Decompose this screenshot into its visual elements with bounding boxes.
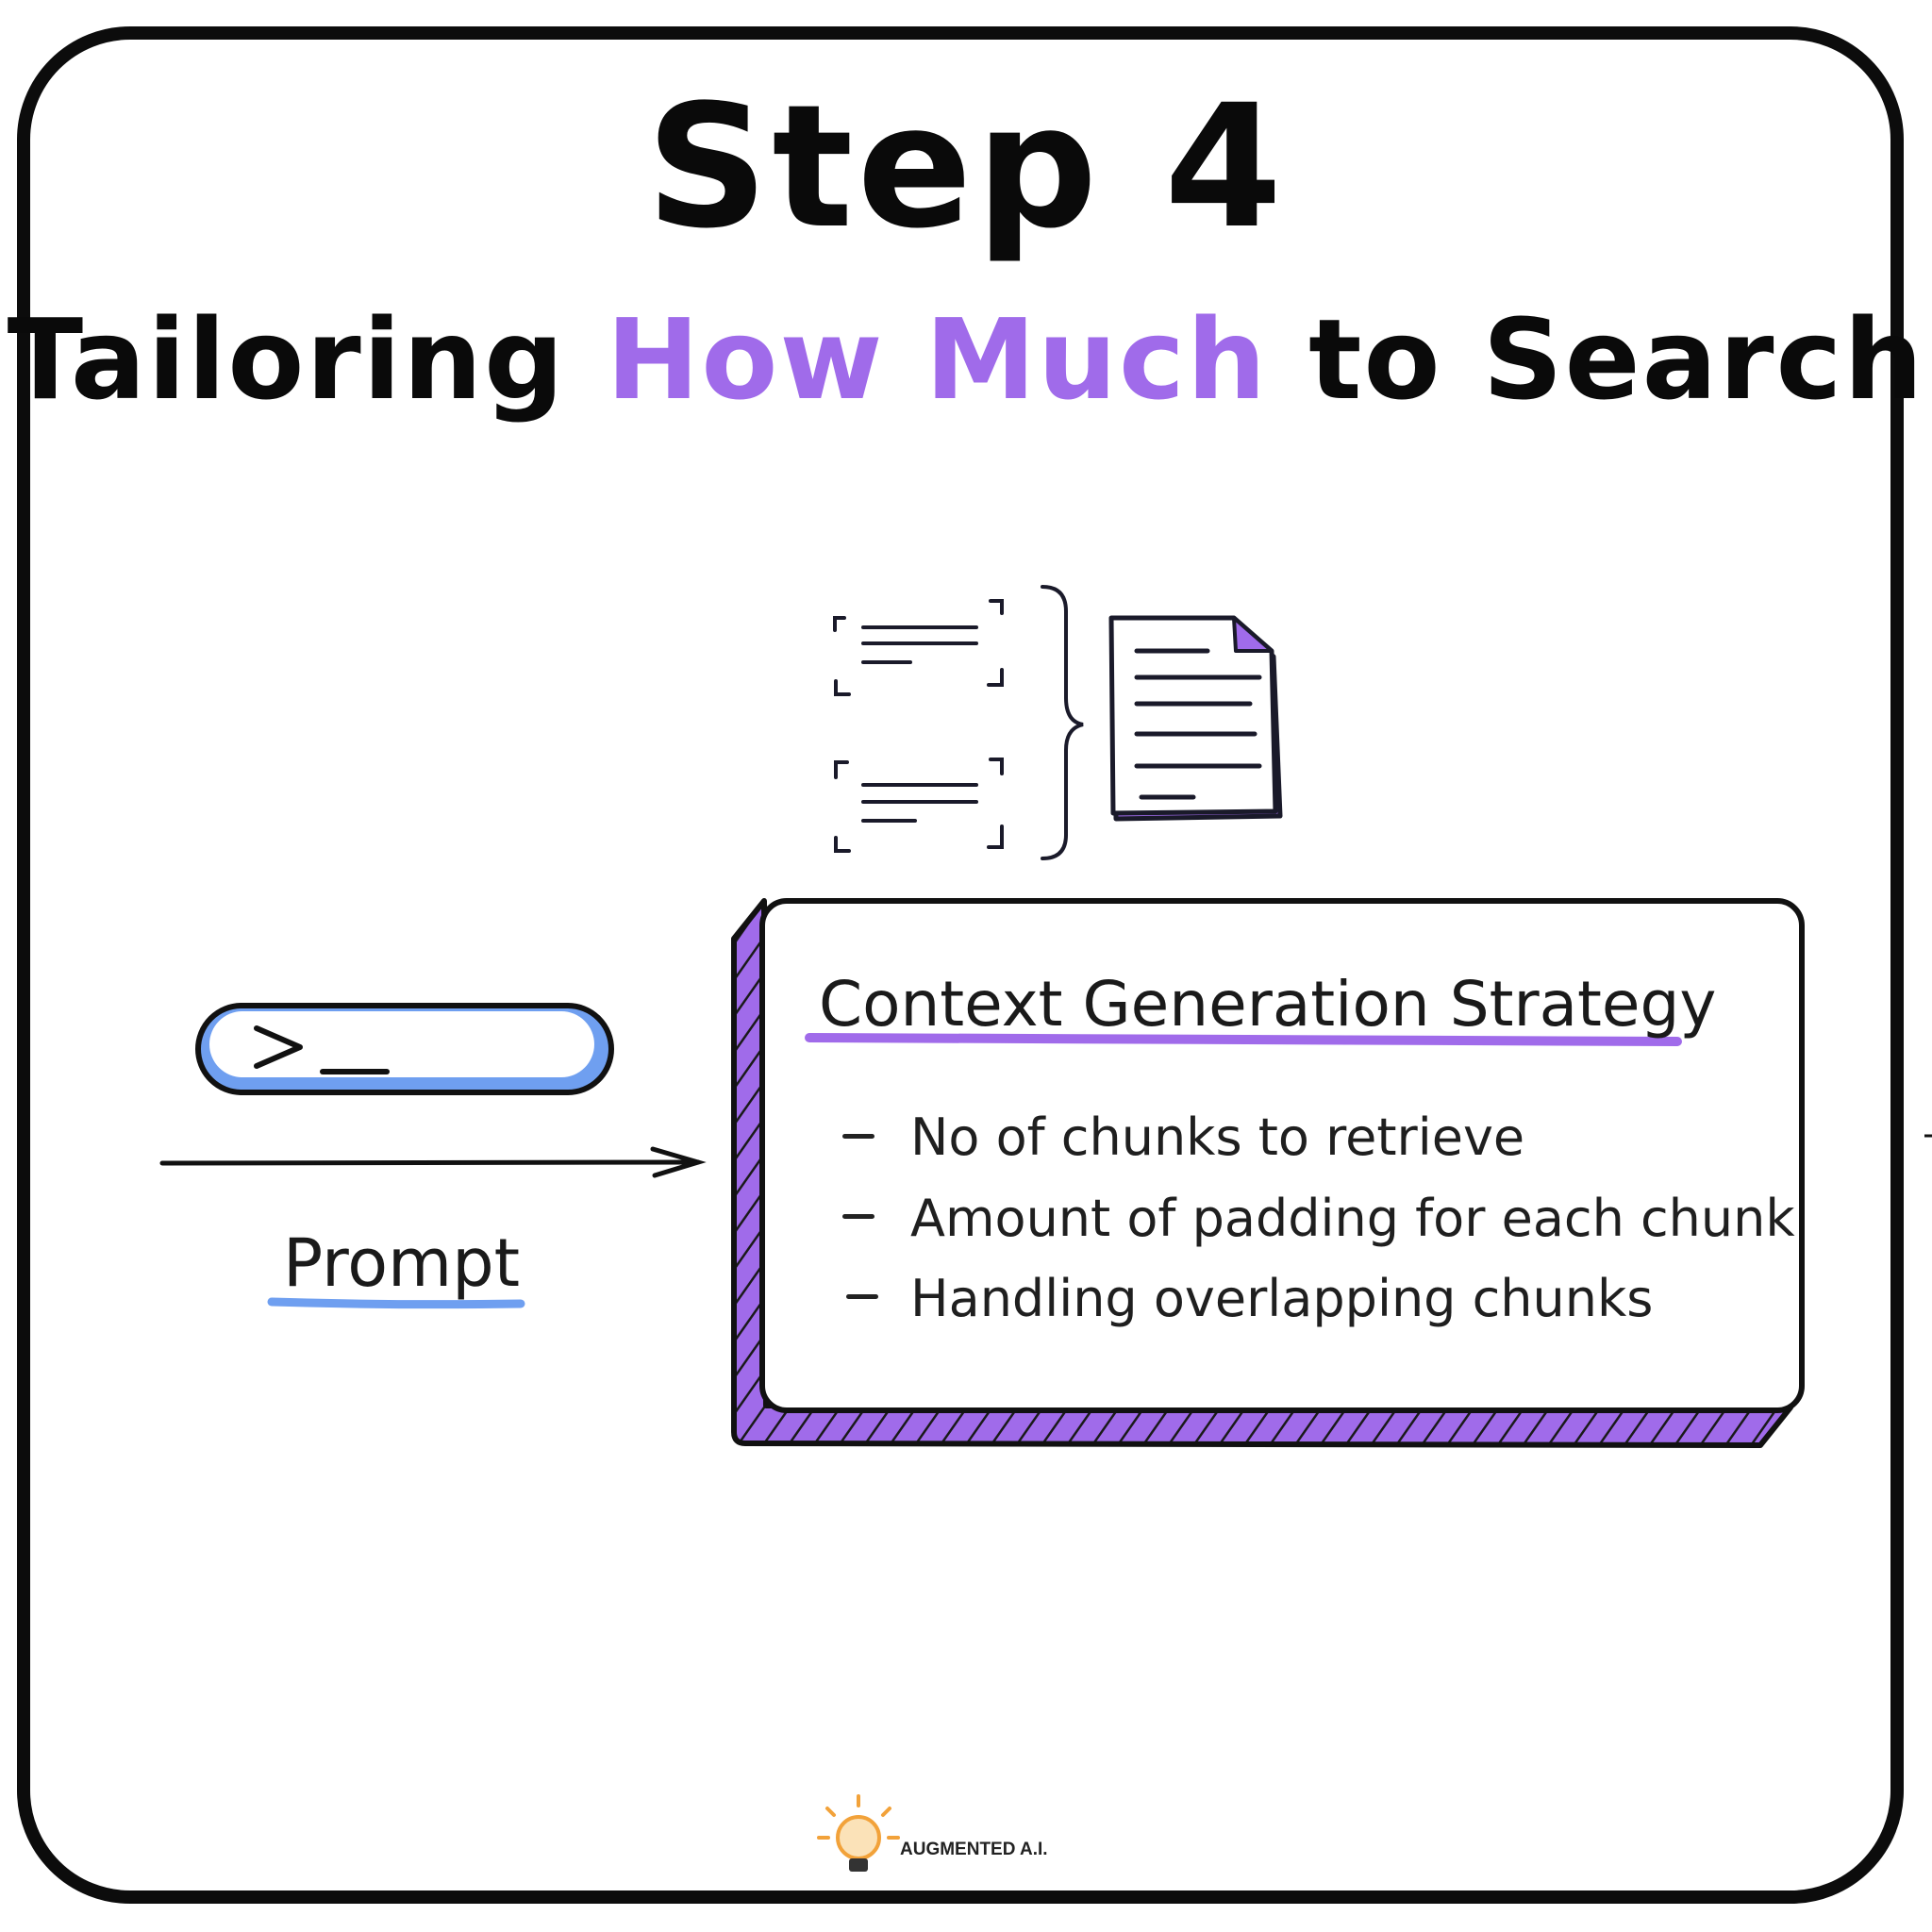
strategy-item: Handling overlapping chunks <box>910 1269 1654 1328</box>
subtitle: Tailoring How Much to Search <box>0 304 1932 415</box>
bullet-dash <box>846 1294 878 1299</box>
bullet-dash <box>842 1134 874 1139</box>
subtitle-part1: Tailoring <box>7 294 566 425</box>
lightbulb-logo-icon <box>817 1794 900 1872</box>
terminal-prompt-icon <box>195 1003 614 1095</box>
bullet-dash <box>842 1214 874 1219</box>
document-icon <box>1108 615 1283 822</box>
text-chunk-icon <box>834 758 1004 853</box>
strategy-item: No of chunks to retrieve <box>910 1108 1525 1167</box>
strategy-item: Amount of padding for each chunk <box>910 1189 1795 1248</box>
arrow-right-icon <box>159 1146 707 1178</box>
prompt-label: Prompt <box>283 1224 521 1302</box>
strategy-box <box>731 898 1805 1448</box>
text-chunk-icon <box>833 599 1004 696</box>
subtitle-highlight: How Much <box>606 294 1268 425</box>
prompt-underline <box>267 1297 525 1309</box>
step-title: Step 4 <box>645 69 1287 266</box>
subtitle-part2: to Search <box>1308 294 1925 425</box>
strategy-heading: Context Generation Strategy <box>819 968 1717 1041</box>
brand-name: AUGMENTED A.I. <box>900 1840 1048 1859</box>
heading-underline <box>805 1033 1682 1046</box>
curly-brace-icon <box>1041 585 1084 860</box>
brand-logo: AUGMENTED A.I. <box>824 1811 1079 1887</box>
